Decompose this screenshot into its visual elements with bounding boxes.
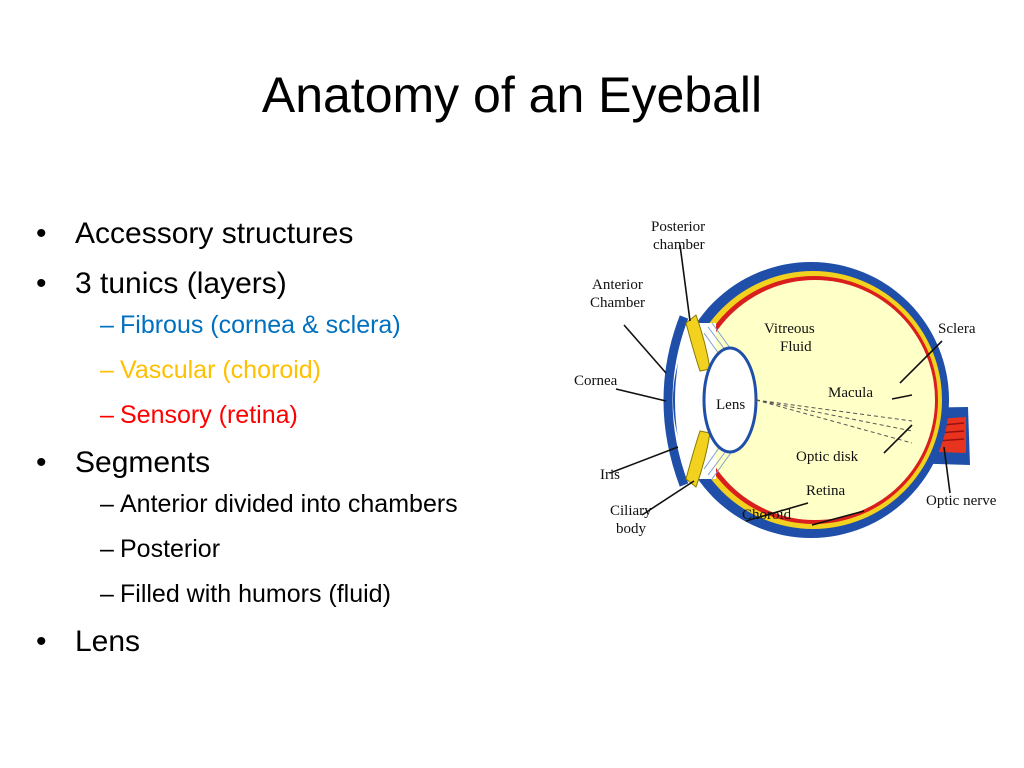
- bullet-text: Segments: [75, 446, 211, 479]
- visual-axis-lines: [755, 399, 913, 444]
- label-retina: Retina: [806, 483, 845, 499]
- bullet-dot: •: [36, 267, 47, 300]
- sub-bullet-text: Filled with humors (fluid): [120, 580, 391, 608]
- bullet-dot: •: [36, 446, 47, 479]
- label-choroid: Choroid: [742, 507, 792, 523]
- label-ciliary-1: Ciliary: [610, 503, 652, 519]
- sub-bullet-text: Posterior: [120, 535, 221, 563]
- vitreous-body: [695, 280, 935, 520]
- label-posterior-chamber-2: chamber: [653, 237, 705, 253]
- dash-mark: –: [100, 535, 114, 563]
- sub-bullet-text: Vascular (choroid): [120, 356, 322, 384]
- sub-bullet-posterior: – Posterior: [36, 534, 576, 564]
- bullet-dot: •: [36, 625, 47, 658]
- label-optic-disk: Optic disk: [796, 449, 859, 465]
- sub-bullet-text: Fibrous (cornea & sclera): [120, 311, 401, 339]
- bullet-dot: •: [36, 217, 47, 250]
- sub-bullet-humors: – Filled with humors (fluid): [36, 579, 576, 609]
- sub-bullet-text: Sensory (retina): [120, 401, 298, 429]
- bullet-lens: • Lens: [36, 624, 576, 660]
- label-ciliary-2: body: [616, 521, 647, 537]
- label-sclera: Sclera: [938, 321, 976, 337]
- bullet-text: Accessory structures: [75, 217, 354, 250]
- bullet-tunics: • 3 tunics (layers): [36, 266, 576, 302]
- leader-lines: [609, 244, 951, 526]
- eyeball-diagram: Posterior chamber Anterior Chamber Vitre…: [574, 219, 997, 538]
- dash-mark: –: [100, 356, 114, 384]
- label-anterior-chamber-1: Anterior: [592, 277, 643, 293]
- sub-bullet-fibrous: – Fibrous (cornea & sclera): [36, 310, 576, 340]
- label-cornea: Cornea: [574, 373, 618, 389]
- label-posterior-chamber-1: Posterior: [651, 219, 705, 235]
- label-vitreous-1: Vitreous: [764, 321, 815, 337]
- dash-mark: –: [100, 311, 114, 339]
- label-anterior-chamber-2: Chamber: [590, 295, 645, 311]
- bullet-text: 3 tunics (layers): [75, 267, 287, 300]
- slide-title: Anatomy of an Eyeball: [261, 67, 763, 123]
- label-iris: Iris: [600, 467, 620, 483]
- sub-bullet-anterior: – Anterior divided into chambers: [36, 489, 576, 519]
- bullet-segments: • Segments: [36, 445, 576, 481]
- bullet-text: Lens: [75, 625, 141, 658]
- dash-mark: –: [100, 580, 114, 608]
- sub-bullet-text: Anterior divided into chambers: [120, 490, 458, 518]
- label-optic-nerve: Optic nerve: [926, 493, 997, 509]
- bullet-accessory-structures: • Accessory structures: [36, 216, 576, 252]
- dash-mark: –: [100, 401, 114, 429]
- label-vitreous-2: Fluid: [780, 339, 812, 355]
- sub-bullet-vascular: – Vascular (choroid): [36, 355, 576, 385]
- zonule-fibers: [703, 322, 739, 480]
- dash-mark: –: [100, 490, 114, 518]
- label-lens: Lens: [716, 397, 745, 413]
- bullet-list: • Accessory structures • 3 tunics (layer…: [36, 216, 576, 674]
- sub-bullet-sensory: – Sensory (retina): [36, 400, 576, 430]
- label-macula: Macula: [828, 385, 873, 401]
- cornea-layer: [663, 315, 689, 487]
